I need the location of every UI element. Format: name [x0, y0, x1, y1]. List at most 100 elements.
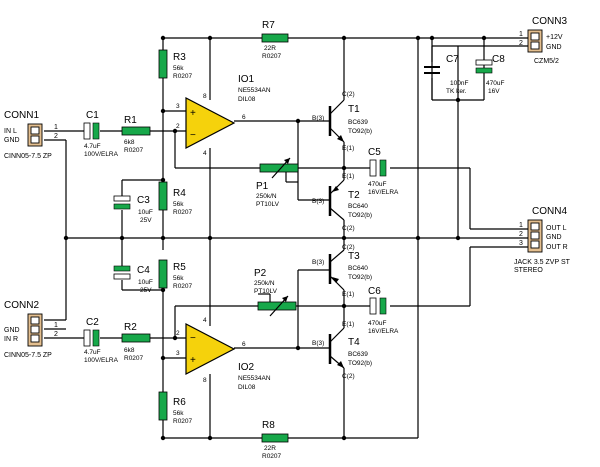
conn2-name: CONN2	[4, 300, 39, 311]
conn3-connector	[527, 29, 543, 53]
c2-capacitor	[83, 329, 100, 347]
conn4-name: CONN4	[532, 206, 567, 217]
io1-pin6: 6	[242, 114, 246, 121]
conn3-pin-num-1: 1	[519, 31, 523, 38]
r1-package: R0207	[124, 147, 144, 154]
r8-name: R8	[262, 420, 275, 431]
conn3-part: CZM5/2	[534, 58, 559, 65]
c3-name: C3	[137, 195, 150, 206]
r3-name: R3	[173, 52, 186, 63]
conn4-pin1-label: OUT L	[546, 225, 567, 232]
r8-package: R0207	[262, 453, 282, 460]
t3-part: BC640	[348, 265, 368, 272]
t4-collector: C(2)	[342, 373, 355, 380]
conn4-pin-num-1: 1	[519, 222, 523, 229]
t1-package: TO92(b)	[348, 128, 372, 135]
conn2-pin1-label: GND	[4, 327, 20, 334]
r5-name: R5	[173, 262, 186, 273]
conn1-part: CINN05-7.5 ZP	[4, 153, 52, 160]
io1-part: NE5534AN	[238, 87, 271, 94]
conn2-pin-num-2: 2	[54, 331, 58, 338]
io2-opamp: − +	[185, 323, 236, 375]
t2-name: T2	[348, 190, 360, 201]
junction-dots	[63, 35, 487, 441]
t3-base: B(3)	[312, 259, 324, 266]
c2-rating: 100V/ELRA	[84, 357, 119, 364]
c1-rating: 100V/ELRA	[84, 151, 119, 158]
c8-capacitor	[475, 59, 493, 74]
t4-emitter: E(1)	[342, 321, 354, 328]
r2-value: 6k8	[124, 347, 135, 354]
r6-value: 56k	[173, 410, 184, 417]
conn3-name: CONN3	[532, 16, 567, 27]
io1-name: IO1	[238, 74, 255, 85]
io1-pin2: 2	[176, 123, 180, 130]
io2-part: NE5534AN	[238, 375, 271, 382]
c5-capacitor	[369, 159, 387, 177]
c5-value: 470uF	[368, 181, 386, 188]
conn4-pin3-label: OUT R	[546, 244, 568, 251]
r6-resistor	[158, 391, 168, 421]
t2-emitter: E(1)	[342, 173, 354, 180]
c8-name: C8	[492, 54, 505, 65]
t1-transistor	[328, 99, 345, 143]
conn1-pin2-label: GND	[4, 137, 20, 144]
conn4-connector	[527, 219, 543, 253]
c6-capacitor	[369, 297, 387, 315]
r8-value: 22R	[264, 445, 276, 452]
t2-package: TO92(b)	[348, 212, 372, 219]
conn3-pin1-label: +12V	[546, 34, 563, 41]
r4-package: R0207	[173, 209, 193, 216]
svg-text:+: +	[190, 355, 196, 366]
r7-package: R0207	[262, 53, 282, 60]
t4-name: T4	[348, 337, 360, 348]
p2-name: P2	[254, 268, 267, 279]
c1-value: 4.7uF	[84, 143, 101, 150]
p1-value: 250k/N	[256, 193, 277, 200]
r5-resistor	[158, 259, 168, 289]
r2-name: R2	[124, 322, 137, 333]
t1-base: B(3)	[312, 115, 324, 122]
p1-package: PT10LV	[256, 201, 280, 208]
conn3-pin-num-2: 2	[519, 40, 523, 47]
c1-capacitor	[83, 122, 100, 140]
c3-value: 10uF	[138, 209, 153, 216]
t1-name: T1	[348, 104, 360, 115]
io2-pin8: 8	[203, 377, 207, 384]
conn3-pin2-label: GND	[546, 44, 562, 51]
c6-value: 470uF	[368, 320, 386, 327]
io2-pin2: 2	[176, 330, 180, 337]
io1-package: DIL08	[238, 96, 256, 103]
c5-name: C5	[368, 147, 381, 158]
r2-resistor	[121, 333, 151, 343]
t3-name: T3	[348, 251, 360, 262]
c6-name: C6	[368, 286, 381, 297]
r3-package: R0207	[173, 73, 193, 80]
r5-package: R0207	[173, 283, 193, 290]
io1-pin4: 4	[203, 150, 207, 157]
conn4-pin-num-3: 3	[519, 240, 523, 247]
io2-pin3: 3	[176, 350, 180, 357]
t4-part: BC639	[348, 351, 368, 358]
r5-value: 56k	[173, 275, 184, 282]
conn4-part: JACK 3.5 ZVP ST	[514, 259, 571, 266]
p2-potentiometer	[257, 293, 297, 317]
io1-pin8: 8	[203, 93, 207, 100]
c2-value: 4.7uF	[84, 349, 101, 356]
c4-name: C4	[137, 265, 150, 276]
c3-rating: 25V	[140, 217, 152, 224]
conn2-pin-num-1: 1	[54, 322, 58, 329]
wires	[44, 37, 528, 439]
t2-part: BC640	[348, 203, 368, 210]
c2-name: C2	[86, 317, 99, 328]
io2-package: DIL08	[238, 384, 256, 391]
r2-package: R0207	[124, 355, 144, 362]
svg-text:+: +	[190, 108, 196, 119]
t2-base: B(3)	[312, 198, 324, 205]
r6-name: R6	[173, 397, 186, 408]
io1-pin3: 3	[176, 103, 180, 110]
io2-pin6: 6	[242, 341, 246, 348]
t2-transistor	[328, 179, 345, 221]
